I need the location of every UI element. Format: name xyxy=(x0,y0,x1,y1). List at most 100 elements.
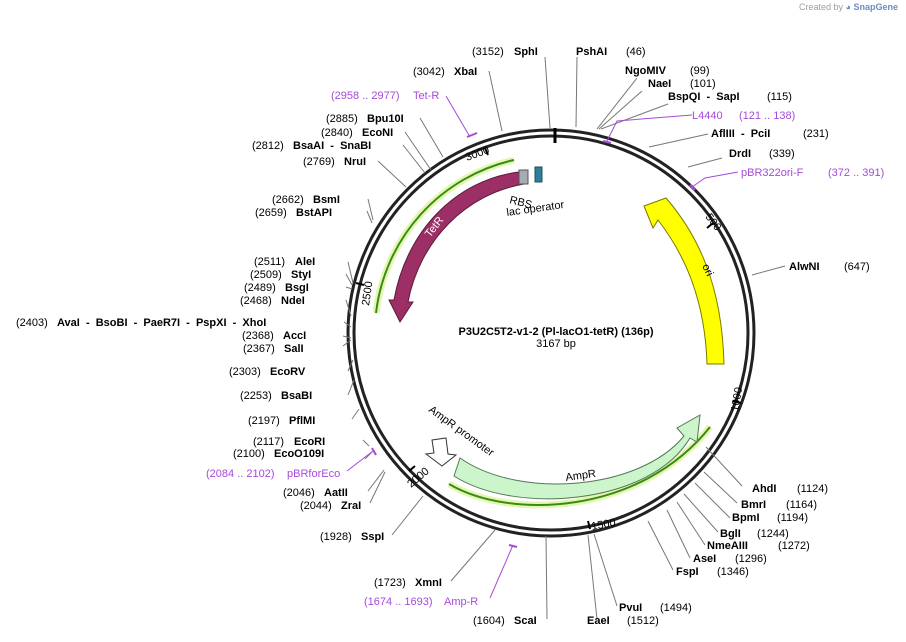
site-pos-sali: (2367) xyxy=(243,343,275,355)
site-pos-xhoi-group: (2403) xyxy=(16,317,48,329)
site-pos-fspi: (1346) xyxy=(717,566,749,578)
primer-tick-pbrforeco xyxy=(371,447,377,456)
primer-name-tet-r: Tet-R xyxy=(413,90,439,102)
site-name-aatii: AatII xyxy=(324,487,348,499)
site-name-scai: ScaI xyxy=(514,615,537,627)
site-name-pvui: PvuI xyxy=(619,602,642,614)
primer-range-l4440: (121 .. 138) xyxy=(739,110,795,122)
site-pos-scai: (1604) xyxy=(473,615,505,627)
primer-leader-lines xyxy=(346,95,739,599)
site-leader-lines xyxy=(342,56,786,620)
site-name-sphi: SphI xyxy=(514,46,538,58)
tetr-strand-line xyxy=(375,159,515,314)
site-pos-xbai: (3042) xyxy=(413,66,445,78)
site-pos-bsmi: (2662) xyxy=(272,194,304,206)
site-name-ecoo109i: EcoO109I xyxy=(274,448,324,460)
site-name-sspi: SspI xyxy=(361,531,384,543)
lac-operator-feature[interactable] xyxy=(534,166,543,183)
site-pos-ngomiv: (99) xyxy=(690,65,710,77)
site-name-bmri: BmrI xyxy=(741,499,766,511)
site-pos-asei: (1296) xyxy=(735,553,767,565)
site-pos-sphi: (3152) xyxy=(472,46,504,58)
site-pos-alwni: (647) xyxy=(844,261,870,273)
primer-name-l4440: L4440 xyxy=(692,110,723,122)
tick-mark-500 xyxy=(706,222,714,229)
tetr-feature[interactable] xyxy=(388,171,525,324)
tick-label-1000: 1000 xyxy=(729,386,745,412)
tick-mark-1000 xyxy=(732,400,742,404)
site-name-ecorv: EcoRV xyxy=(270,366,306,378)
primer-range-amp-r: (1674 .. 1693) xyxy=(364,596,433,608)
ori-label: ori xyxy=(699,262,715,278)
primer-name-amp-r: Amp-R xyxy=(444,596,478,608)
site-name-ndei: NdeI xyxy=(281,295,305,307)
site-name-bsgi: BsgI xyxy=(285,282,309,294)
primer-range-tet-r: (2958 .. 2977) xyxy=(331,90,400,102)
tick-mark-1500 xyxy=(587,520,591,530)
rbs-feature[interactable] xyxy=(518,169,529,185)
primer-name-pbr322ori-f: pBR322ori-F xyxy=(741,167,804,179)
site-name-xhoi-group: AvaI - BsoBI - PaeR7I - PspXI - XhoI xyxy=(57,317,266,329)
tick-label-2500: 2500 xyxy=(360,281,375,307)
site-pos-ndei: (2468) xyxy=(240,295,272,307)
primer-range-pbrforeco: (2084 .. 2102) xyxy=(206,468,275,480)
site-name-ahdi: AhdI xyxy=(752,483,776,495)
site-pos-drdi: (339) xyxy=(769,148,795,160)
site-name-bpu10i: Bpu10I xyxy=(367,113,404,125)
tick-mark-2500 xyxy=(355,282,365,286)
ampr-label: AmpR xyxy=(565,468,597,484)
snapgene-credit: Created by ◕ SnapGene xyxy=(799,2,898,12)
site-pos-bstapi: (2659) xyxy=(255,207,287,219)
site-name-drdi: DrdI xyxy=(729,148,751,160)
site-name-naei: NaeI xyxy=(648,78,671,90)
site-name-nmeaiii: NmeAIII xyxy=(707,540,748,552)
site-name-sali: SalI xyxy=(284,343,304,355)
primer-name-pbrforeco: pBRforEco xyxy=(287,468,340,480)
site-name-acci: AccI xyxy=(283,330,306,342)
site-pos-xmni: (1723) xyxy=(374,577,406,589)
ampr-promoter-feature[interactable] xyxy=(424,437,458,467)
site-pos-bspqi-sapi: (115) xyxy=(767,91,792,103)
primer-tick-tet-r xyxy=(466,132,478,138)
site-name-afliii-pcii: AflIII - PciI xyxy=(711,128,770,140)
ori-feature[interactable] xyxy=(643,197,725,365)
site-name-bpmi: BpmI xyxy=(732,512,760,524)
site-pos-bsgi: (2489) xyxy=(244,282,276,294)
site-name-asei: AseI xyxy=(693,553,716,565)
site-pos-bpmi: (1194) xyxy=(777,512,808,524)
site-name-bstapi: BstAPI xyxy=(296,207,332,219)
site-name-bsabi: BsaBI xyxy=(281,390,312,402)
site-pos-bpu10i: (2885) xyxy=(326,113,358,125)
rbs-label: RBS xyxy=(508,194,533,211)
plasmid-length: 3167 bp xyxy=(536,338,576,350)
site-pos-bmri: (1164) xyxy=(786,499,817,511)
site-name-bgli: BglI xyxy=(720,528,741,540)
site-pos-econi: (2840) xyxy=(321,127,353,139)
site-name-alwni: AlwNI xyxy=(789,261,820,273)
site-pos-acci: (2368) xyxy=(242,330,274,342)
site-pos-afliii-pcii: (231) xyxy=(803,128,829,140)
site-name-eaei: EaeI xyxy=(587,615,610,627)
tick-label-1500: 1500 xyxy=(590,517,616,533)
site-pos-naei: (101) xyxy=(690,78,716,90)
site-pos-bsaai-snabi: (2812) xyxy=(252,140,284,152)
site-pos-ahdi: (1124) xyxy=(797,483,828,495)
site-name-pshai: PshAI xyxy=(576,46,607,58)
credit-prefix: Created by xyxy=(798,2,844,12)
site-pos-sspi: (1928) xyxy=(320,531,352,543)
site-pos-pvui: (1494) xyxy=(660,602,692,614)
snapgene-logo-icon: ◕ xyxy=(845,2,851,12)
site-pos-styi: (2509) xyxy=(250,269,282,281)
site-name-pflmi: PflMI xyxy=(289,415,315,427)
site-pos-nrui: (2769) xyxy=(303,156,335,168)
site-pos-zrai: (2044) xyxy=(300,500,332,512)
site-pos-ecori: (2117) xyxy=(253,436,284,448)
site-name-alei: AleI xyxy=(295,256,315,268)
site-name-ecori: EcoRI xyxy=(294,436,325,448)
site-pos-aatii: (2046) xyxy=(283,487,315,499)
backbone-outer-ring xyxy=(346,128,756,538)
ampr-feature[interactable] xyxy=(453,414,701,500)
site-pos-nmeaiii: (1272) xyxy=(778,540,810,552)
site-name-xbai: XbaI xyxy=(454,66,477,78)
site-name-bsaai-snabi: BsaAI - SnaBI xyxy=(293,140,371,152)
